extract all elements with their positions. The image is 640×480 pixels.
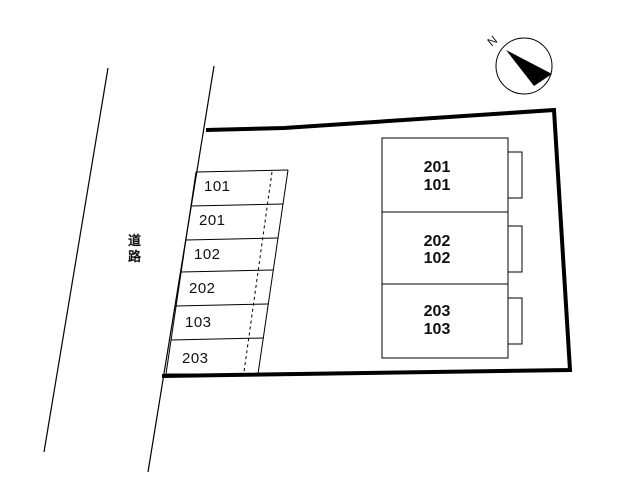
parking-divider	[180, 269, 274, 273]
parking-space-label: 103	[185, 314, 212, 331]
balcony	[507, 151, 523, 199]
property-boundary	[161, 107, 573, 378]
parking-divider	[175, 303, 269, 307]
parking-divider	[190, 203, 284, 207]
balcony	[507, 225, 523, 273]
road-edge-left	[43, 67, 109, 453]
building	[381, 137, 523, 359]
compass-rose	[495, 37, 553, 95]
unit-label-lower: 103	[423, 321, 451, 338]
parking-space-label: 102	[194, 246, 221, 263]
parking-space-label: 203	[182, 350, 209, 367]
parking-lot	[165, 169, 289, 375]
unit-label-lower: 101	[423, 177, 451, 194]
parking-divider	[195, 169, 289, 173]
unit-label-upper: 202	[423, 233, 451, 250]
parking-space-label: 101	[204, 178, 231, 195]
compass-circle	[495, 37, 553, 95]
unit-label-upper: 203	[423, 303, 451, 320]
parking-front-edge	[165, 171, 197, 375]
unit-label-lower: 102	[423, 250, 451, 267]
road-label-bottom: 路	[128, 249, 142, 264]
unit-label-upper: 201	[423, 159, 451, 176]
parking-divider	[185, 237, 279, 241]
parking-space-label: 201	[199, 212, 226, 229]
parking-divider	[170, 337, 264, 341]
parking-dashed-line	[243, 171, 273, 373]
balcony	[507, 297, 523, 345]
compass-arrow-icon	[506, 50, 552, 86]
road-edge-right	[147, 65, 215, 473]
parking-space-label: 202	[189, 280, 216, 297]
road-label-top: 道	[128, 233, 142, 248]
parking-back-edge	[257, 169, 289, 375]
